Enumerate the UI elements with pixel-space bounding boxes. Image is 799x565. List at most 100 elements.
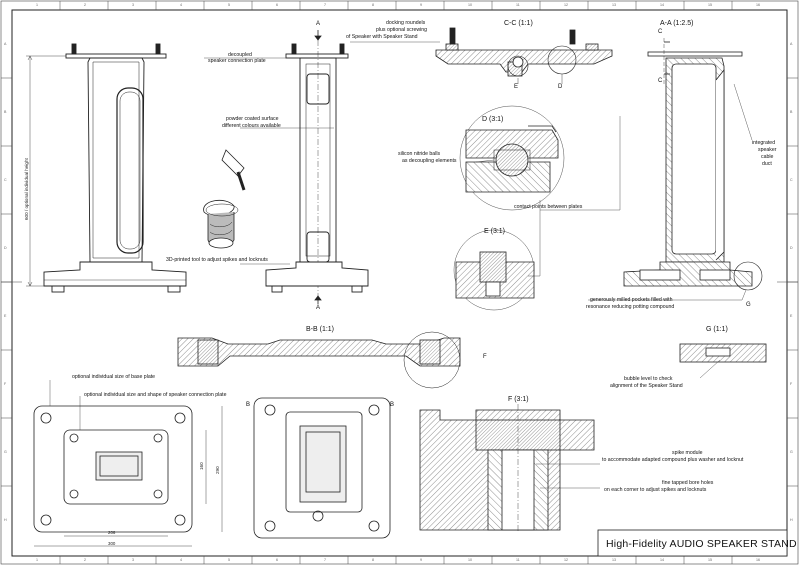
grid-number: 15 — [708, 3, 712, 7]
grid-number: 16 — [756, 3, 760, 7]
label-silicon-line1: silicon nitride balls — [398, 151, 441, 157]
label-decoupled-line2: speaker connection plate — [208, 58, 266, 64]
section-aa-view — [623, 38, 763, 291]
section-mark-c-bottom: C — [658, 78, 663, 84]
grid-number: 2 — [84, 558, 86, 562]
grid-letter: G — [790, 450, 793, 454]
grid-letter: A — [4, 42, 7, 46]
label-integrated-line2: speaker — [758, 147, 777, 153]
view-title-e: E (3:1) — [484, 228, 506, 235]
grid-number: 3 — [132, 3, 134, 7]
section-mark-a-top: A — [316, 21, 321, 27]
base-top-view — [33, 405, 193, 533]
drawing-title: High-Fidelity AUDIO SPEAKER STAND — [606, 538, 797, 550]
front-view-stand — [43, 43, 187, 293]
section-mark-b-left: B — [246, 402, 251, 408]
label-docking-line1: docking roundels — [386, 20, 426, 26]
label-docking-line2: plus optional screwing — [376, 27, 428, 33]
grid-letter: E — [4, 314, 7, 318]
detail-mark-f: F — [483, 354, 487, 360]
title-block — [597, 529, 788, 557]
grid-number: 9 — [420, 3, 422, 7]
grid-number: 8 — [372, 558, 374, 562]
section-a-arrows — [314, 30, 322, 304]
view-title-d: D (3:1) — [482, 116, 504, 123]
grid-letter: E — [790, 314, 793, 318]
view-title-bb: B-B (1:1) — [306, 326, 335, 333]
detail-e-view — [453, 229, 535, 311]
label-fine-line2: on each corner to adjust spikes and lock… — [604, 487, 707, 493]
detail-mark-e: E — [514, 84, 519, 90]
grid-number: 14 — [660, 3, 664, 7]
grid-number: 6 — [276, 3, 278, 7]
grid-letter: H — [4, 518, 7, 522]
label-pockets-line1: generously milled pockets filled with — [590, 297, 673, 303]
dimension-206: 206 — [108, 530, 116, 535]
dimension-300: 300 — [108, 541, 116, 546]
view-title-g: G (1:1) — [706, 326, 728, 333]
sheet-inner-border — [11, 9, 788, 557]
label-integrated-line1: integrated — [752, 140, 776, 146]
grid-number: 10 — [468, 558, 472, 562]
label-docking-line3: of Speaker with Speaker Stand — [346, 34, 418, 40]
section-cc-view — [435, 27, 613, 84]
grid-number: 13 — [612, 3, 616, 7]
grid-letter: G — [4, 450, 7, 454]
grid-letter: D — [790, 246, 793, 250]
label-spike-line1: spike module — [672, 450, 703, 456]
section-c-arrows — [664, 41, 670, 75]
grid-letter: H — [790, 518, 793, 522]
grid-number: 1 — [36, 558, 38, 562]
detail-g-view — [679, 343, 767, 363]
grid-letter: C — [790, 178, 793, 182]
grid-letter: C — [4, 178, 7, 182]
label-silicon-line2: as decoupling elements — [402, 158, 457, 164]
grid-letter: F — [790, 382, 793, 386]
leader-lines — [49, 41, 753, 489]
grid-letter: A — [790, 42, 793, 46]
grid-number: 5 — [228, 3, 230, 7]
section-mark-a-bottom: A — [316, 305, 321, 311]
label-integrated-line3: cable — [761, 154, 774, 160]
label-pockets-line2: resonance reducing potting compound — [586, 304, 675, 310]
grid-number: 4 — [180, 558, 182, 562]
grid-number: 7 — [324, 558, 326, 562]
label-bubble-line2: alignment of the Speaker Stand — [610, 383, 683, 389]
grid-number: 3 — [132, 558, 134, 562]
grid-number: 4 — [180, 3, 182, 7]
label-height-dimension: 600 / optional individual height — [24, 158, 29, 220]
side-view-stand — [265, 40, 369, 300]
label-powder-line2: different colours available — [222, 123, 281, 129]
grid-number: 14 — [660, 558, 664, 562]
grid-letter: D — [4, 246, 7, 250]
dimension-290: 290 — [215, 466, 220, 474]
grid-number: 11 — [516, 3, 520, 7]
grid-number: 5 — [228, 558, 230, 562]
underside-view — [253, 397, 391, 539]
label-decoupled-line1: decoupled — [228, 52, 252, 58]
grid-number: 8 — [372, 3, 374, 7]
detail-mark-d: D — [558, 84, 563, 90]
grid-number: 13 — [612, 558, 616, 562]
grid-number: 7 — [324, 3, 326, 7]
grid-number: 12 — [564, 558, 568, 562]
grid-number: 2 — [84, 3, 86, 7]
label-printed-tool: 3D-printed tool to adjust spikes and loc… — [166, 257, 268, 263]
section-bb-view — [177, 331, 461, 389]
label-bubble-line1: bubble level to check — [624, 376, 673, 382]
grid-letter: B — [4, 110, 7, 114]
grid-number: 1 — [36, 3, 38, 7]
detail-f-view — [419, 404, 595, 532]
label-integrated-line4: duct — [762, 161, 772, 167]
label-fine-line1: fine tapped bore holes — [662, 480, 714, 486]
view-title-aa: A-A (1:2.5) — [660, 20, 694, 27]
grid-number: 11 — [516, 558, 520, 562]
label-base-plate: optional individual size of base plate — [72, 374, 156, 380]
base-dimension-lines — [34, 406, 223, 547]
grid-number: 10 — [468, 3, 472, 7]
view-title-f: F (3:1) — [508, 396, 529, 403]
height-dimension — [26, 55, 66, 287]
label-powder-line1: powder coated surface — [226, 116, 279, 122]
